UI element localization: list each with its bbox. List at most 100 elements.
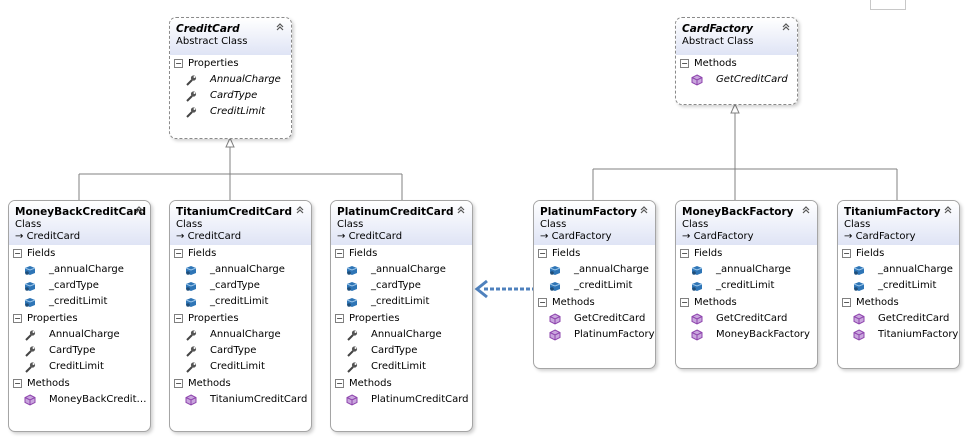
member-property[interactable]: CardType <box>331 343 472 359</box>
section-fields[interactable]: −Fields <box>838 245 959 262</box>
member-field[interactable]: _cardType <box>9 278 150 294</box>
collapse-toggle-icon[interactable]: − <box>680 249 689 258</box>
collapse-toggle-icon[interactable]: − <box>538 249 547 258</box>
class-shape-titaniumcreditcard[interactable]: TitaniumCreditCard Class → CreditCard −F… <box>169 200 312 432</box>
member-method[interactable]: GetCreditCard <box>676 311 817 327</box>
section-methods[interactable]: −Methods <box>9 375 150 392</box>
section-methods[interactable]: −Methods <box>676 55 797 72</box>
collapse-chevron-icon[interactable] <box>801 205 811 215</box>
collapse-toggle-icon[interactable]: − <box>538 298 547 307</box>
inherit-arrow-icon: → <box>337 231 346 242</box>
collapse-chevron-icon[interactable] <box>295 205 305 215</box>
member-property[interactable]: AnnualCharge <box>170 72 291 88</box>
wrench-icon <box>25 330 36 341</box>
member-label: GetCreditCard <box>574 313 646 324</box>
collapse-toggle-icon[interactable]: − <box>842 249 851 258</box>
collapse-toggle-icon[interactable]: − <box>335 249 344 258</box>
collapse-toggle-icon[interactable]: − <box>174 379 183 388</box>
section-label: Fields <box>27 248 56 259</box>
member-property[interactable]: AnnualCharge <box>9 327 150 343</box>
collapse-toggle-icon[interactable]: − <box>13 249 22 258</box>
member-field[interactable]: _annualCharge <box>534 262 655 278</box>
class-name: MoneyBackCreditCard <box>15 206 147 218</box>
member-property[interactable]: CreditLimit <box>331 359 472 375</box>
collapse-toggle-icon[interactable]: − <box>174 249 183 258</box>
section-properties[interactable]: −Properties <box>170 55 291 72</box>
inheritance-arrowhead-cardfactory <box>730 102 740 114</box>
method-cube-icon <box>691 313 703 325</box>
collapse-toggle-icon[interactable]: − <box>174 59 183 68</box>
member-field[interactable]: _annualCharge <box>9 262 150 278</box>
section-methods[interactable]: −Methods <box>170 375 311 392</box>
section-fields[interactable]: −Fields <box>331 245 472 262</box>
collapse-chevron-icon[interactable] <box>134 205 144 215</box>
class-shape-platinumfactory[interactable]: PlatinumFactory Class → CardFactory −Fie… <box>533 200 656 369</box>
member-method[interactable]: PlatinumFactory <box>534 327 655 343</box>
section-properties[interactable]: −Properties <box>9 310 150 327</box>
member-field[interactable]: _creditLimit <box>170 294 311 310</box>
member-field[interactable]: _creditLimit <box>534 278 655 294</box>
collapse-chevron-icon[interactable] <box>781 22 791 32</box>
member-property[interactable]: CardType <box>170 88 291 104</box>
wrench-icon <box>25 346 36 357</box>
member-field[interactable]: _creditLimit <box>9 294 150 310</box>
section-properties[interactable]: −Properties <box>331 310 472 327</box>
member-field[interactable]: _cardType <box>331 278 472 294</box>
member-label: _annualCharge <box>574 264 649 275</box>
section-fields[interactable]: −Fields <box>9 245 150 262</box>
member-method[interactable]: PlatinumCreditCard <box>331 392 472 408</box>
class-shape-moneybackfactory[interactable]: MoneyBackFactory Class → CardFactory −Fi… <box>675 200 818 369</box>
member-method[interactable]: MoneyBackFactory <box>676 327 817 343</box>
collapse-chevron-icon[interactable] <box>275 22 285 32</box>
member-method[interactable]: TitaniumFactory <box>838 327 959 343</box>
member-property[interactable]: CardType <box>9 343 150 359</box>
member-field[interactable]: _annualCharge <box>676 262 817 278</box>
collapse-chevron-icon[interactable] <box>639 205 649 215</box>
member-property[interactable]: CreditLimit <box>170 104 291 120</box>
collapse-toggle-icon[interactable]: − <box>842 298 851 307</box>
collapse-toggle-icon[interactable]: − <box>680 59 689 68</box>
collapse-toggle-icon[interactable]: − <box>335 314 344 323</box>
section-methods[interactable]: −Methods <box>331 375 472 392</box>
member-label: _annualCharge <box>49 264 124 275</box>
member-property[interactable]: CreditLimit <box>9 359 150 375</box>
member-property[interactable]: CardType <box>170 343 311 359</box>
class-header: CardFactory Abstract Class <box>676 18 797 55</box>
collapse-toggle-icon[interactable]: − <box>13 314 22 323</box>
member-property[interactable]: AnnualCharge <box>331 327 472 343</box>
member-field[interactable]: _annualCharge <box>170 262 311 278</box>
section-fields[interactable]: −Fields <box>534 245 655 262</box>
member-method[interactable]: GetCreditCard <box>676 72 797 88</box>
collapse-chevron-icon[interactable] <box>943 205 953 215</box>
collapse-chevron-icon[interactable] <box>456 205 466 215</box>
member-property[interactable]: CreditLimit <box>170 359 311 375</box>
member-field[interactable]: _cardType <box>170 278 311 294</box>
member-field[interactable]: _creditLimit <box>676 278 817 294</box>
member-method[interactable]: TitaniumCreditCard <box>170 392 311 408</box>
collapse-toggle-icon[interactable]: − <box>13 379 22 388</box>
section-methods[interactable]: −Methods <box>838 294 959 311</box>
member-method[interactable]: GetCreditCard <box>838 311 959 327</box>
class-shape-platinumcreditcard[interactable]: PlatinumCreditCard Class → CreditCard −F… <box>330 200 473 432</box>
inherit-arrow-icon: → <box>682 231 691 242</box>
class-shape-cardfactory[interactable]: CardFactory Abstract Class −Methods GetC… <box>675 17 798 105</box>
member-method[interactable]: MoneyBackCreditCa... <box>9 392 150 408</box>
class-shape-titaniumfactory[interactable]: TitaniumFactory Class → CardFactory −Fie… <box>837 200 960 369</box>
section-fields[interactable]: −Fields <box>676 245 817 262</box>
member-method[interactable]: GetCreditCard <box>534 311 655 327</box>
section-properties[interactable]: −Properties <box>170 310 311 327</box>
section-label: Properties <box>188 313 239 324</box>
collapse-toggle-icon[interactable]: − <box>680 298 689 307</box>
section-fields[interactable]: −Fields <box>170 245 311 262</box>
collapse-toggle-icon[interactable]: − <box>335 379 344 388</box>
section-methods[interactable]: −Methods <box>676 294 817 311</box>
member-property[interactable]: AnnualCharge <box>170 327 311 343</box>
collapse-toggle-icon[interactable]: − <box>174 314 183 323</box>
member-field[interactable]: _annualCharge <box>331 262 472 278</box>
class-shape-moneybackcreditcard[interactable]: MoneyBackCreditCard Class → CreditCard −… <box>8 200 151 432</box>
member-field[interactable]: _creditLimit <box>838 278 959 294</box>
member-field[interactable]: _creditLimit <box>331 294 472 310</box>
section-methods[interactable]: −Methods <box>534 294 655 311</box>
member-field[interactable]: _annualCharge <box>838 262 959 278</box>
class-shape-creditcard[interactable]: CreditCard Abstract Class −Properties An… <box>169 17 292 139</box>
